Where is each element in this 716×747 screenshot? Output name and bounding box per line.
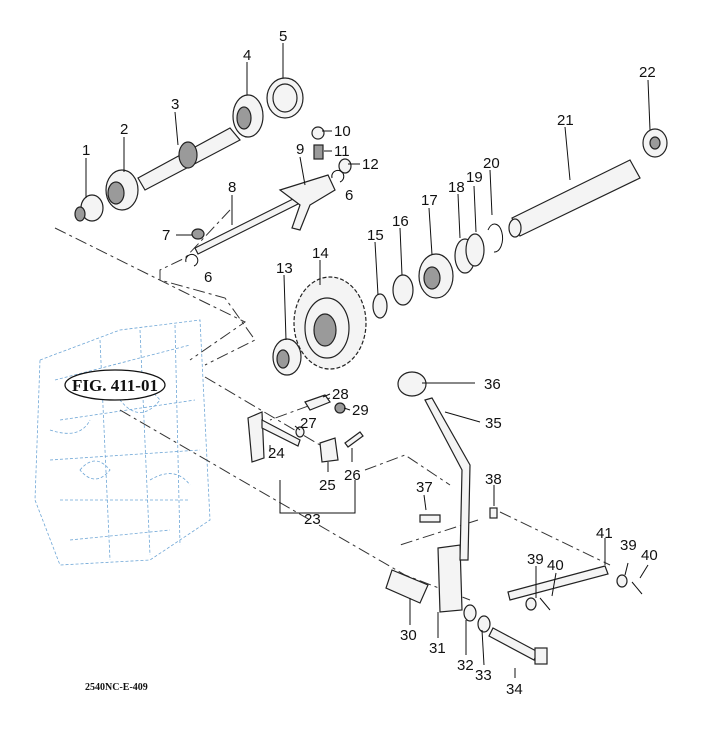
- drawing-code: 2540NC-E-409: [85, 682, 148, 693]
- part-label: 33: [475, 667, 492, 684]
- part-label: 40: [547, 557, 564, 574]
- part-labels: 1 2 3 4 5 6 7 8 9 10 11 12 6 13 14 15 16…: [82, 28, 658, 698]
- part-label: 6: [345, 187, 353, 204]
- part-37-bolt: [419, 514, 441, 523]
- figure-reference-label: FIG. 411-01: [72, 376, 158, 395]
- part-label: 9: [296, 141, 304, 158]
- part-38-nut: [489, 507, 498, 519]
- part-39-washer: [525, 574, 628, 611]
- part-label: 15: [367, 227, 384, 244]
- part-label: 11: [334, 143, 350, 160]
- part-30-sleeve: [385, 569, 429, 604]
- part-9-shift-fork: [278, 174, 336, 231]
- part-label: 20: [483, 155, 500, 172]
- part-5-bearing-cup: [266, 77, 304, 119]
- part-label: 28: [332, 386, 349, 403]
- part-40-cotter-pin: [539, 581, 643, 611]
- part-label: 17: [421, 192, 438, 209]
- part-12-ring: [338, 158, 352, 174]
- figure-reference-oval: [64, 369, 166, 401]
- part-label: 34: [506, 681, 523, 698]
- assembly-dash-lines: [54, 209, 611, 601]
- part-32-washer: [463, 604, 477, 622]
- part-6-snap-ring: [185, 169, 345, 267]
- part-label: 25: [319, 477, 336, 494]
- part-1-bushing: [74, 194, 104, 222]
- part-7-plug: [191, 228, 205, 240]
- part-34-bolt: [488, 627, 548, 665]
- part-label: 14: [312, 245, 329, 262]
- part-29-bolt: [334, 402, 346, 414]
- part-label: 8: [228, 179, 236, 196]
- part-3-shaft: [137, 127, 241, 191]
- part-16-washer: [392, 274, 414, 306]
- leader-lines: [85, 43, 651, 678]
- part-label: 12: [362, 156, 379, 173]
- part-label: 5: [279, 28, 287, 45]
- part-20-snap-ring: [487, 223, 504, 253]
- part-11-spring: [313, 144, 324, 160]
- part-22-seal: [642, 128, 668, 158]
- part-label: 37: [416, 479, 433, 496]
- part-label: 16: [392, 213, 409, 230]
- part-label: 32: [457, 657, 474, 674]
- part-label: 36: [484, 376, 501, 393]
- part-label: 3: [171, 96, 179, 113]
- part-10-ball: [311, 126, 325, 140]
- part-15-snap-ring: [372, 293, 388, 319]
- part-24-lever: [247, 411, 301, 463]
- part-label: 39: [527, 551, 544, 568]
- part-25-clip: [319, 437, 339, 463]
- part-label: 6: [204, 269, 212, 286]
- part-label: 27: [300, 415, 317, 432]
- part-14-gear: [293, 276, 367, 370]
- part-label: 29: [352, 402, 369, 419]
- part-label: 10: [334, 123, 351, 140]
- part-28-plate: [304, 394, 331, 411]
- part-27-ring: [295, 426, 305, 438]
- part-2-bearing: [105, 169, 139, 211]
- part-36-knob: [397, 371, 427, 397]
- part-13-bearing: [272, 338, 302, 376]
- part-label: 13: [276, 260, 293, 277]
- part-label: 38: [485, 471, 502, 488]
- housing-outline-sketch: [34, 319, 211, 566]
- part-label: 31: [429, 640, 446, 657]
- part-label: 19: [466, 169, 483, 186]
- part-label: 22: [639, 64, 656, 81]
- part-8-shift-rod: [194, 197, 299, 255]
- part-label: 39: [620, 537, 637, 554]
- part-label: 1: [82, 142, 90, 159]
- part-41-link-rod: [507, 565, 609, 601]
- part-label: 24: [268, 445, 285, 462]
- part-label: 41: [596, 525, 613, 542]
- part-19-ring: [465, 233, 485, 267]
- part-17-bearing: [418, 253, 454, 299]
- part-label: 26: [344, 467, 361, 484]
- part-label: 30: [400, 627, 417, 644]
- part-21-output-shaft: [508, 159, 641, 238]
- part-label: 23: [304, 511, 321, 528]
- part-label: 4: [243, 47, 251, 64]
- part-label: 35: [485, 415, 502, 432]
- part-33-washer: [477, 615, 491, 633]
- part-35-shift-lever: [424, 397, 471, 561]
- part-label: 18: [448, 179, 465, 196]
- part-label: 21: [557, 112, 574, 129]
- part-label: 2: [120, 121, 128, 138]
- part-4-bearing: [232, 94, 264, 138]
- part-label: 40: [641, 547, 658, 564]
- part-31-lever-bracket: [437, 544, 463, 613]
- part-label: 7: [162, 227, 170, 244]
- part-26-pin: [344, 431, 364, 448]
